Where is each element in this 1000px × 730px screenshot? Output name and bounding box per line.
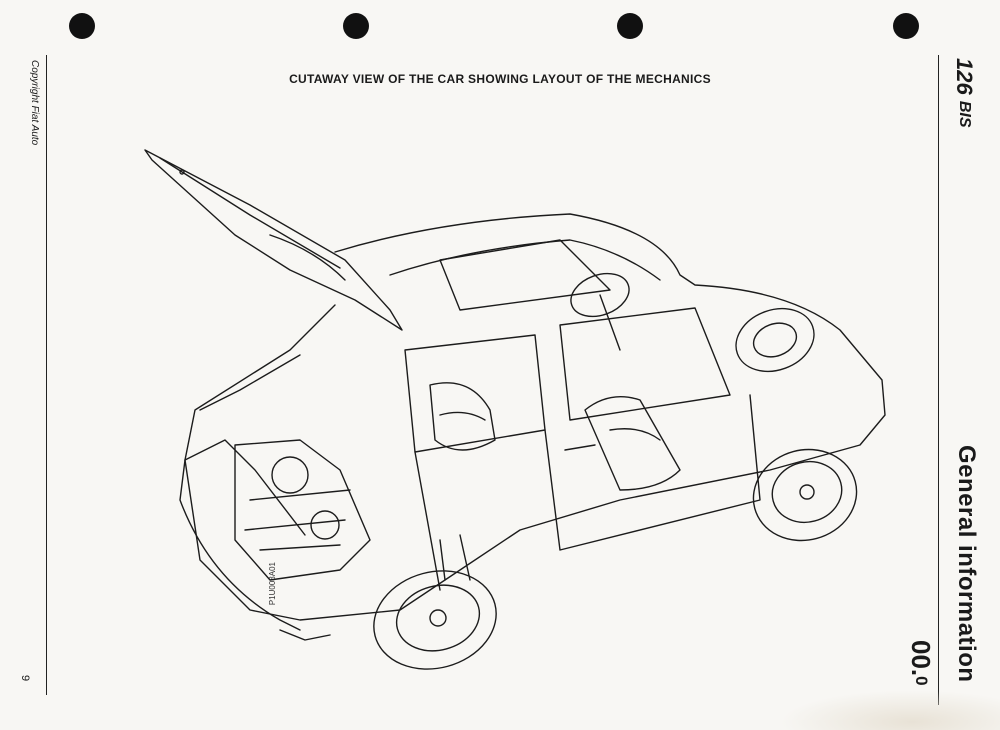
punch-hole bbox=[69, 13, 95, 39]
paper-stain bbox=[780, 690, 1000, 730]
section-code-main: 00. bbox=[906, 640, 936, 677]
section-code-sub: 0 bbox=[912, 676, 931, 686]
page-heading: CUTAWAY VIEW OF THE CAR SHOWING LAYOUT O… bbox=[289, 72, 711, 86]
seats bbox=[429, 382, 681, 491]
spare-wheel bbox=[735, 307, 815, 373]
steering-wheel bbox=[570, 272, 630, 351]
model-number: 126 bbox=[952, 58, 977, 95]
left-margin-rule bbox=[46, 55, 47, 695]
model-label: 126 BIS bbox=[951, 58, 977, 128]
door-panels bbox=[414, 394, 761, 591]
page-number: 9 bbox=[19, 674, 32, 682]
body-shell bbox=[184, 213, 886, 621]
section-title: General information bbox=[953, 445, 980, 683]
model-suffix: BIS bbox=[956, 100, 973, 128]
engine-lid bbox=[144, 149, 403, 331]
punch-hole bbox=[617, 13, 643, 39]
rear-wheel bbox=[373, 534, 497, 670]
front-wheel bbox=[752, 448, 858, 542]
section-code: 00.0 bbox=[905, 640, 936, 686]
right-margin-rule bbox=[938, 55, 939, 705]
punch-hole bbox=[343, 13, 369, 39]
copyright-notice: Copyright Fiat Auto bbox=[29, 60, 40, 146]
car-cutaway-illustration bbox=[144, 149, 886, 670]
punch-hole bbox=[893, 13, 919, 39]
engine-block bbox=[234, 439, 371, 581]
window-frames bbox=[404, 239, 731, 453]
rear-bumper bbox=[179, 459, 331, 641]
